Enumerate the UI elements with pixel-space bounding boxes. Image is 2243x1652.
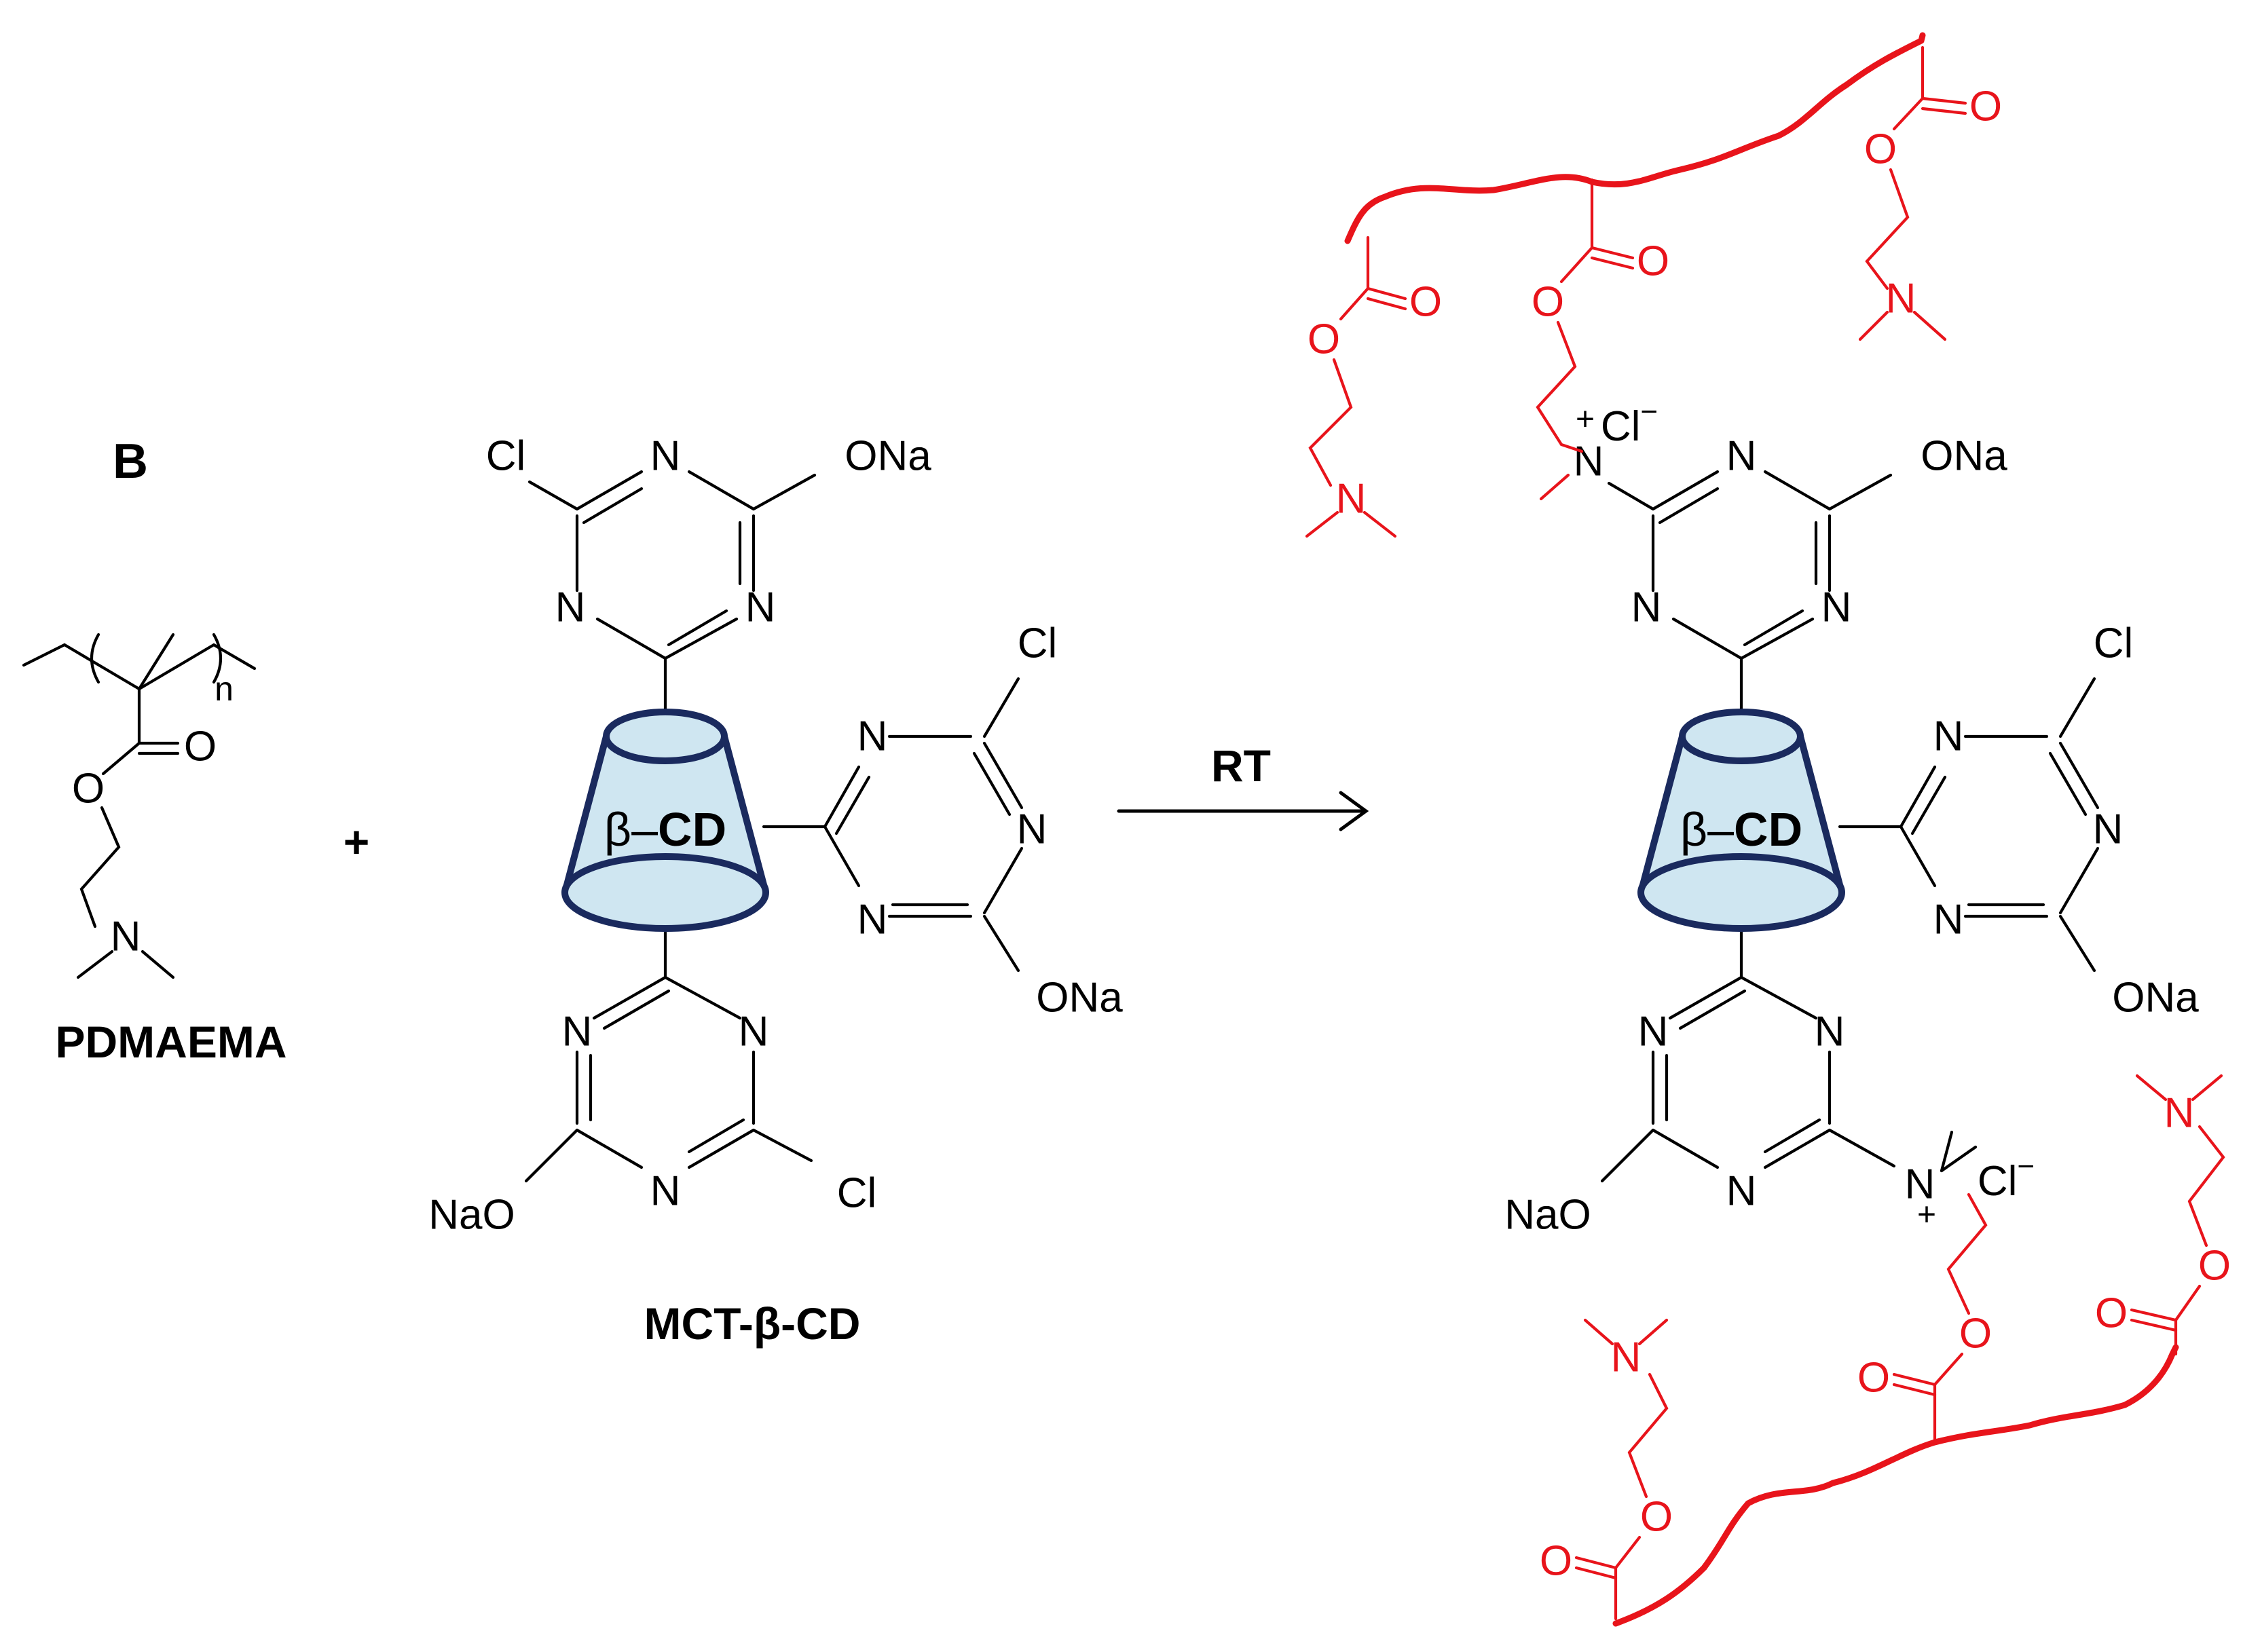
- right-ona: ONa: [1036, 975, 1123, 1021]
- p-bottom-triazine-n3: N: [1726, 1168, 1757, 1215]
- bottom-branchB-carbonyl-o: O: [1857, 1355, 1890, 1402]
- p-right-chlorine: Cl: [2094, 620, 2134, 667]
- carbonyl-oxygen: O: [184, 724, 217, 770]
- p-bottom-ammonium-n: N: [1905, 1161, 1935, 1208]
- polymer-chain-bottom: O O N O O O O N: [1540, 1074, 2231, 1627]
- p-top-ona: ONa: [1921, 433, 2007, 480]
- top-branch3-ester-o: O: [1864, 126, 1897, 173]
- repeat-bracket-left: [90, 633, 100, 684]
- p-top-triazine-n3: N: [1821, 584, 1852, 631]
- p-right-triazine-n2: N: [2093, 806, 2124, 853]
- right-triazine-n2: N: [1017, 806, 1048, 853]
- right-triazine-n1: N: [857, 713, 888, 760]
- top-branch3-carbonyl-o: O: [1969, 83, 2002, 130]
- repeat-n: n: [215, 670, 234, 708]
- p-bottom-chloride: Cl−: [1978, 1150, 2035, 1205]
- bottom-branchC-carbonyl-o: O: [2095, 1290, 2128, 1337]
- p-top-ammonium-n: N: [1574, 438, 1604, 485]
- p-bottom-triazine-n2: N: [1815, 1009, 1845, 1055]
- bottom-branchC-amine-n: N: [2164, 1090, 2195, 1137]
- top-branch2-carbonyl-o: O: [1637, 238, 1669, 285]
- p-top-triazine-n1: N: [1726, 433, 1757, 480]
- p-top-chloride: Cl−: [1601, 395, 1658, 450]
- bottom-nao: NaO: [428, 1192, 515, 1239]
- p-beta-cd-cone: [1637, 709, 1845, 932]
- p-top-triazine-n2: N: [1631, 584, 1662, 631]
- top-branch1-amine-n: N: [1336, 476, 1367, 523]
- p-bottom-nao: NaO: [1504, 1192, 1591, 1239]
- arrow-condition: RT: [1211, 740, 1271, 791]
- bottom-branchC-ester-o: O: [2198, 1243, 2231, 1290]
- ester-oxygen: O: [72, 766, 105, 812]
- top-triazine-n3: N: [745, 584, 776, 631]
- reaction-arrow: [1117, 791, 1369, 831]
- panel-label: B: [113, 434, 148, 489]
- top-branch1-carbonyl-o: O: [1409, 279, 1442, 326]
- bottom-branchA-carbonyl-o: O: [1540, 1538, 1572, 1585]
- p-bottom-ammonium-charge: +: [1917, 1197, 1936, 1233]
- mct-cd-structure: N N N Cl ONa N N N NaO Cl N: [428, 433, 1123, 1239]
- amine-nitrogen: N: [111, 914, 141, 960]
- mct-cd-label: MCT-β-CD: [644, 1298, 861, 1349]
- bottom-triazine-n2: N: [739, 1009, 769, 1055]
- bottom-branchB-ester-o: O: [1959, 1311, 1992, 1357]
- bottom-branchA-ester-o: O: [1640, 1494, 1673, 1541]
- right-chlorine: Cl: [1018, 620, 1058, 667]
- product-structure: N N N ONa N N N NaO N N N: [1504, 395, 2199, 1239]
- beta-cd-cone: [561, 709, 769, 932]
- bottom-chlorine: Cl: [837, 1170, 877, 1217]
- p-right-triazine-n1: N: [1933, 713, 1964, 760]
- bottom-branchA-amine-n: N: [1611, 1334, 1642, 1381]
- plus-sign: +: [344, 816, 370, 867]
- bottom-triazine-n1: N: [562, 1009, 593, 1055]
- top-branch1-ester-o: O: [1308, 316, 1340, 363]
- polymer-chain-top: O O N O O O O N: [1305, 32, 2002, 538]
- pdmaema-structure: n O O N: [22, 633, 257, 979]
- top-ona: ONa: [845, 433, 931, 480]
- p-right-triazine-n3: N: [1933, 897, 1964, 943]
- p-bottom-triazine-n1: N: [1638, 1009, 1669, 1055]
- methyl-bond: [137, 633, 175, 691]
- p-beta-cd-label: β–CD: [1680, 803, 1802, 856]
- right-triazine-n3: N: [857, 897, 888, 943]
- repeat-bracket-right: [212, 633, 222, 684]
- p-top-ammonium-charge: +: [1576, 402, 1595, 438]
- beta-cd-label: β–CD: [604, 803, 726, 856]
- pdmaema-label: PDMAEMA: [56, 1017, 287, 1067]
- p-right-ona: ONa: [2112, 975, 2199, 1021]
- top-branch2-ester-o: O: [1532, 279, 1564, 326]
- top-branch3-amine-n: N: [1886, 276, 1916, 322]
- bottom-triazine-n3: N: [650, 1168, 681, 1215]
- top-chlorine: Cl: [486, 433, 526, 480]
- top-triazine-n1: N: [650, 433, 681, 480]
- top-triazine-n2: N: [555, 584, 586, 631]
